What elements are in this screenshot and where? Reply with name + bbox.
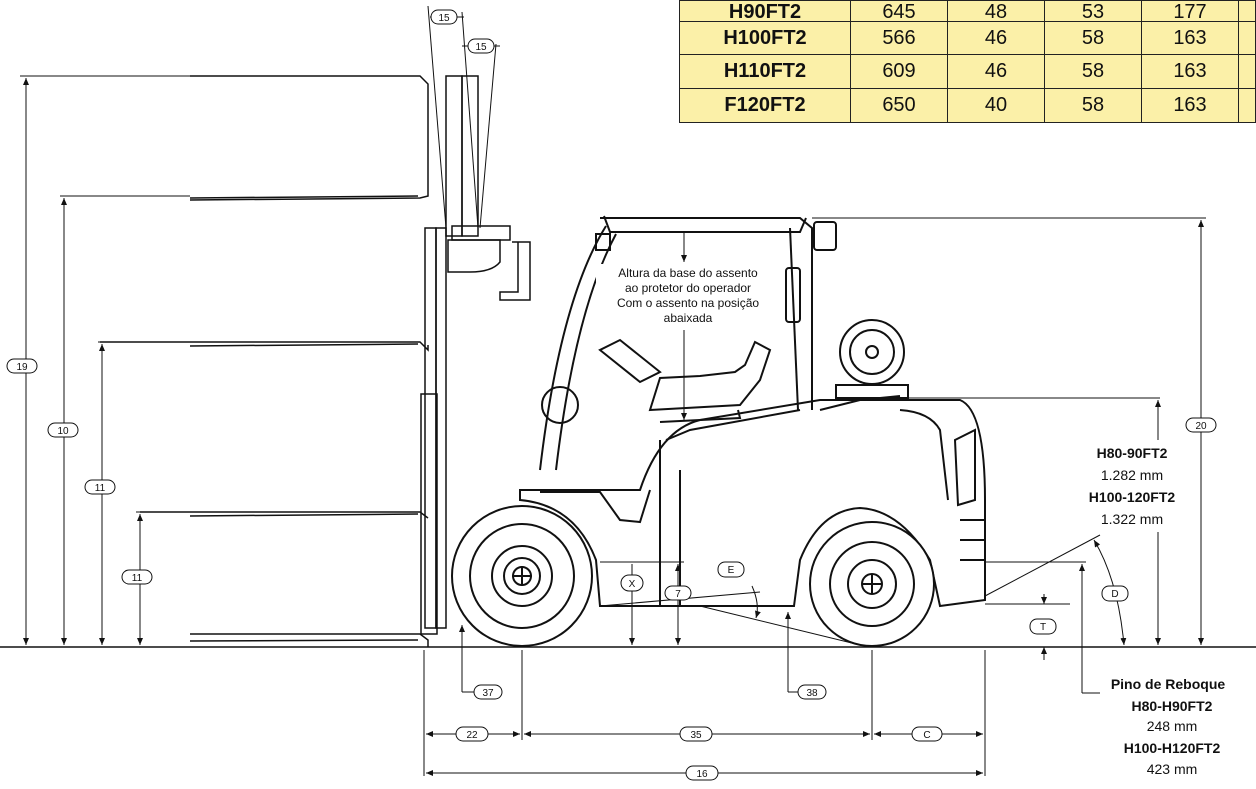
- dim-label-10: 10: [57, 426, 69, 437]
- dim-label-c: C: [923, 730, 930, 741]
- tow-pin-value-b: 423 mm: [1147, 761, 1198, 777]
- value-cell: 177: [1141, 0, 1239, 22]
- dim-label-15-second: 15: [475, 42, 487, 53]
- dim-label-11-upper: 11: [95, 483, 106, 494]
- value-cell: 566: [850, 20, 948, 56]
- dim-label-7: 7: [675, 589, 681, 600]
- overhead-guard: [539, 215, 837, 471]
- dim-label-22: 22: [466, 730, 478, 741]
- dim-label-35: 35: [690, 730, 702, 741]
- table-row: H100FT2 566 46 58 163: [679, 20, 1256, 56]
- dim-label-t: T: [1040, 622, 1046, 633]
- mast-and-forks: [100, 75, 531, 647]
- dim-label-16: 16: [696, 769, 708, 780]
- value-cell: 58: [1044, 54, 1142, 90]
- overall-height-note: H80-90FT2 1.282 mm H100-120FT2 1.322 mm: [1080, 440, 1186, 532]
- value-cell: 163: [1141, 20, 1239, 56]
- spec-table: H90FT2 645 48 53 177 H100FT2 566 46 58 1…: [679, 0, 1256, 123]
- value-cell: 46: [947, 20, 1045, 56]
- height-note-value-b: 1.322 mm: [1101, 511, 1163, 527]
- dim-label-38: 38: [806, 688, 818, 699]
- dim-label-20: 20: [1195, 421, 1207, 432]
- callout-labels: 15 15 19 10 11 11 20 X 7 E D T 37 38 22 …: [16, 13, 1207, 780]
- empty-cell: [1238, 88, 1256, 123]
- dim-label-d: D: [1111, 589, 1118, 600]
- seat-note-line: Com o assento na posição: [617, 296, 759, 310]
- value-cell: 40: [947, 88, 1045, 123]
- seat-height-note: Altura da base do assento ao protetor do…: [596, 264, 780, 326]
- table-row: H110FT2 609 46 58 163: [679, 54, 1256, 90]
- seat-note-line: abaixada: [664, 311, 713, 325]
- tow-pin-note: Pino de Reboque H80-H90FT2 248 mm H100-H…: [1111, 676, 1226, 777]
- tow-pin-title: Pino de Reboque: [1111, 676, 1226, 692]
- value-cell: 58: [1044, 88, 1142, 123]
- forklift-body: [519, 319, 986, 608]
- rear-wheel: [809, 521, 935, 647]
- model-cell: F120FT2: [679, 88, 851, 123]
- height-note-value-a: 1.282 mm: [1101, 467, 1163, 483]
- table-row: H90FT2 645 48 53 177: [679, 0, 1256, 22]
- callout-bubbles: [6, 9, 1217, 781]
- tow-pin-model-b: H100-H120FT2: [1124, 740, 1221, 756]
- dim-label-x: X: [629, 579, 636, 590]
- dim-label-15-top: 15: [438, 13, 450, 24]
- dim-label-37: 37: [482, 688, 494, 699]
- value-cell: 46: [947, 54, 1045, 90]
- dim-label-19: 19: [16, 362, 28, 373]
- dim-label-11-lower: 11: [132, 573, 143, 584]
- height-note-model-a: H80-90FT2: [1097, 445, 1168, 461]
- value-cell: 163: [1141, 88, 1239, 123]
- value-cell: 163: [1141, 54, 1239, 90]
- model-cell: H110FT2: [679, 54, 851, 90]
- table-row: F120FT2 650 40 58 163: [679, 88, 1256, 123]
- dimension-lines: [20, 5, 1206, 776]
- seat-note-line: Altura da base do assento: [618, 266, 758, 280]
- front-wheel: [451, 505, 593, 647]
- value-cell: 650: [850, 88, 948, 123]
- dim-label-e: E: [728, 565, 735, 576]
- value-cell: 609: [850, 54, 948, 90]
- height-note-model-b: H100-120FT2: [1089, 489, 1176, 505]
- seat-note-line: ao protetor do operador: [625, 281, 751, 295]
- tow-pin-value-a: 248 mm: [1147, 718, 1198, 734]
- tow-pin-model-a: H80-H90FT2: [1132, 698, 1213, 714]
